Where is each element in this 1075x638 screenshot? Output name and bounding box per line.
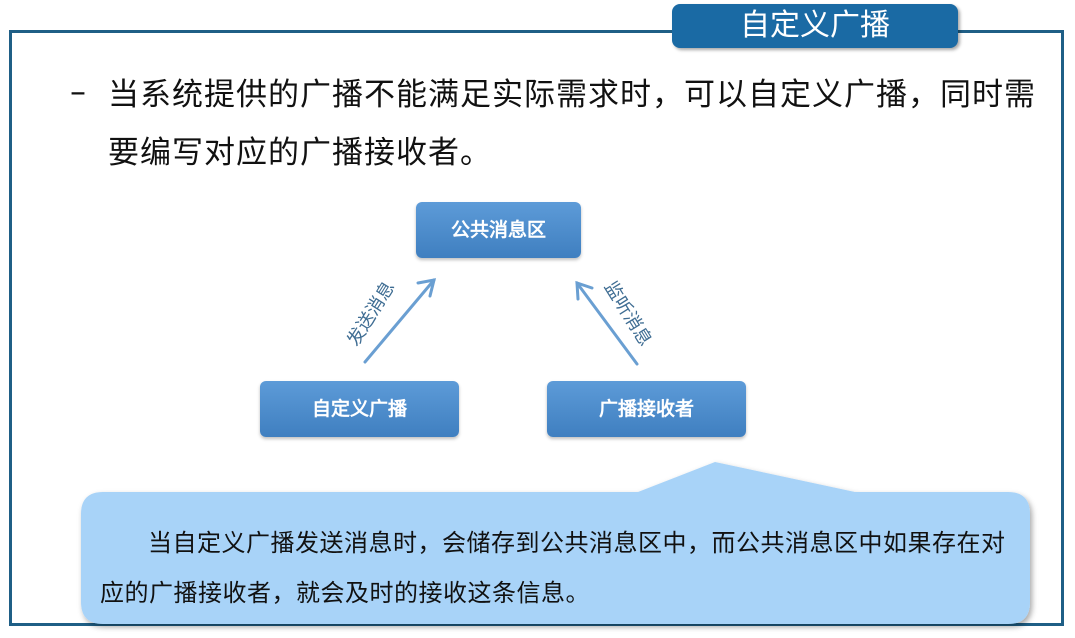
arrow-listen xyxy=(575,280,639,366)
node-custom-broadcast: 自定义广播 xyxy=(260,381,459,437)
slide-title: 自定义广播 xyxy=(672,4,958,48)
bullet-text: 当系统提供的广播不能满足实际需求时，可以自定义广播，同时需要编写对应的广播接收者… xyxy=(108,77,1036,171)
arrow-send xyxy=(363,278,437,364)
slide-frame xyxy=(9,30,1064,626)
node-public-message-area: 公共消息区 xyxy=(416,202,581,258)
bullet-marker: – xyxy=(70,72,86,110)
node-broadcast-receiver: 广播接收者 xyxy=(547,381,746,437)
callout-text: 当自定义广播发送消息时，会储存到公共消息区中，而公共消息区中如果存在对应的广播接… xyxy=(100,529,1006,607)
